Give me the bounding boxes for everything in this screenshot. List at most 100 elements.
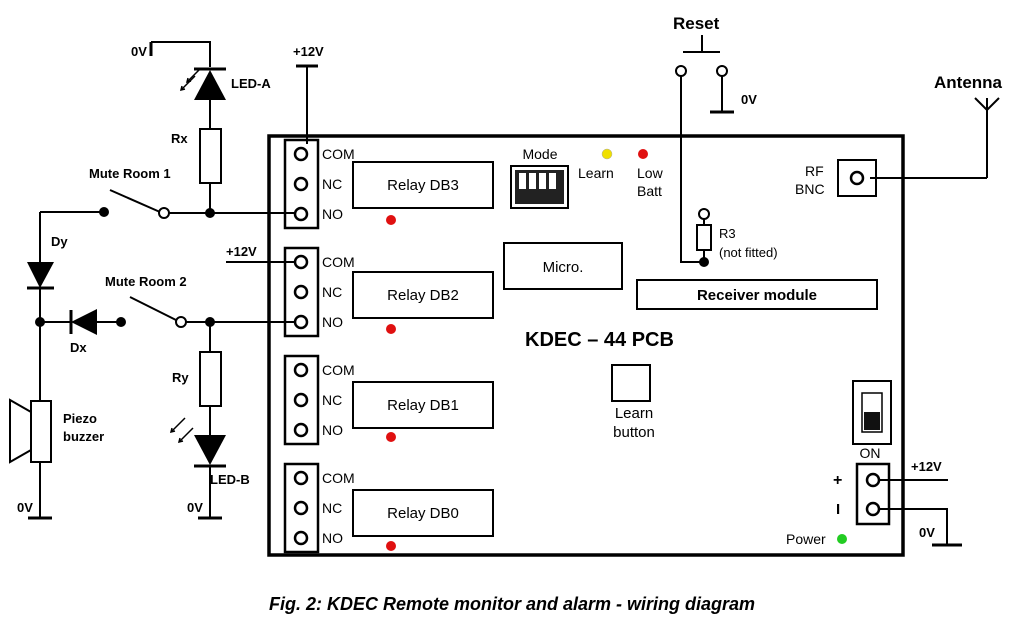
reset-contact-right (716, 65, 728, 77)
dx-diode (71, 309, 97, 335)
low-batt-label-1: Low (637, 165, 664, 181)
terminal-nc (293, 392, 309, 408)
terminal-no (293, 314, 309, 330)
learn-button-label-1: Learn (615, 405, 653, 422)
antenna-label: Antenna (934, 73, 1003, 92)
mode-label: Mode (522, 146, 557, 162)
relay-db3-label: Relay DB3 (387, 177, 459, 194)
low-batt-led (638, 149, 648, 159)
led-a-label: LED-A (231, 76, 271, 91)
label-no: NO (322, 530, 343, 546)
on-switch-knob (864, 412, 880, 430)
power-minus-label: I (836, 501, 840, 518)
relay-db3-led (386, 215, 396, 225)
supply-plus12v-label: +12V (911, 459, 942, 474)
rx-label: Rx (171, 131, 188, 146)
on-switch-label: ON (860, 445, 881, 461)
led-b-label: LED-B (210, 472, 250, 487)
relay-db1-label: Relay DB1 (387, 397, 459, 414)
learn-led (601, 148, 613, 160)
relay-db3-box (352, 161, 494, 209)
r3-top-pad (698, 208, 710, 220)
terminal-block-db2: COM NC NO (283, 246, 355, 338)
led-b-0v-label: 0V (187, 500, 203, 515)
low-batt-label-2: Batt (637, 183, 662, 199)
terminal-nc (293, 284, 309, 300)
rf-bnc-connector (849, 170, 865, 186)
mute-room-2-switch (129, 296, 177, 321)
mute-room-2-label: Mute Room 2 (105, 274, 187, 289)
label-com: COM (322, 470, 355, 486)
piezo-buzzer (30, 400, 52, 463)
com-plus12v-label: +12V (293, 44, 324, 59)
figure-caption: Fig. 2: KDEC Remote monitor and alarm - … (268, 594, 756, 614)
terminal-com (293, 470, 309, 486)
rf-label-1: RF (805, 163, 824, 179)
com2-plus12v-label: +12V (226, 244, 257, 259)
r3-label: R3 (719, 226, 736, 241)
mute1-contact-a (99, 207, 109, 217)
dy-label: Dy (51, 234, 68, 249)
terminal-nc (293, 176, 309, 192)
dx-label: Dx (70, 340, 87, 355)
label-no: NO (322, 422, 343, 438)
label-com: COM (322, 146, 355, 162)
power-led-label: Power (786, 531, 826, 547)
zero-v-supply-wire (879, 508, 948, 545)
power-plus-label: + (833, 472, 842, 489)
power-led (837, 534, 847, 544)
piezo-label-2: buzzer (63, 429, 104, 444)
antenna-symbol (974, 97, 1000, 112)
learn-led-label: Learn (578, 165, 614, 181)
relay-db2-led (386, 324, 396, 334)
piezo-0v-label: 0V (17, 500, 33, 515)
r3-resistor (696, 224, 712, 251)
micro-box (503, 242, 623, 290)
mute-room-1-label: Mute Room 1 (89, 166, 171, 181)
ry-label: Ry (172, 370, 189, 385)
label-nc: NC (322, 176, 342, 192)
relay-db1-box (352, 381, 494, 429)
power-terminal-minus (865, 501, 881, 517)
label-no: NO (322, 206, 343, 222)
rx-resistor (199, 128, 222, 184)
led-a-light-icon (180, 67, 202, 91)
mute2-contact-a (116, 317, 126, 327)
reset-0v-label: 0V (741, 92, 757, 107)
mute-room-1-switch (109, 189, 161, 213)
mute2-contact-b (175, 316, 187, 328)
terminal-block-db1: COM NC NO (283, 354, 355, 446)
reset-label: Reset (673, 14, 720, 33)
label-nc: NC (322, 500, 342, 516)
terminal-no (293, 206, 309, 222)
mode-dip-switch (510, 165, 569, 209)
relay-db0-label: Relay DB0 (387, 505, 459, 522)
receiver-module-label: Receiver module (697, 287, 817, 304)
terminal-com (293, 362, 309, 378)
reset-contact-left (675, 65, 687, 77)
relay-db0-led (386, 541, 396, 551)
label-com: COM (322, 254, 355, 270)
learn-button-label-2: button (613, 424, 655, 441)
led-a-0v-label: 0V (131, 44, 147, 59)
led-b-diode (194, 435, 226, 465)
led-a-diode (194, 70, 226, 100)
piezo-label-1: Piezo (63, 411, 97, 426)
micro-label: Micro. (543, 259, 584, 276)
label-nc: NC (322, 284, 342, 300)
relay-db2-label: Relay DB2 (387, 287, 459, 304)
terminal-no (293, 530, 309, 546)
supply-0v-label: 0V (919, 525, 935, 540)
mute1-contact-b (158, 207, 170, 219)
power-terminal-block (855, 462, 891, 526)
reset-wire (680, 76, 704, 263)
r3-note: (not fitted) (719, 245, 778, 260)
ry-resistor (199, 351, 222, 407)
dy-diode (27, 262, 54, 288)
label-nc: NC (322, 392, 342, 408)
led-b-light-icon (170, 417, 194, 443)
label-no: NO (322, 314, 343, 330)
piezo-speaker-icon (9, 398, 32, 464)
terminal-no (293, 422, 309, 438)
